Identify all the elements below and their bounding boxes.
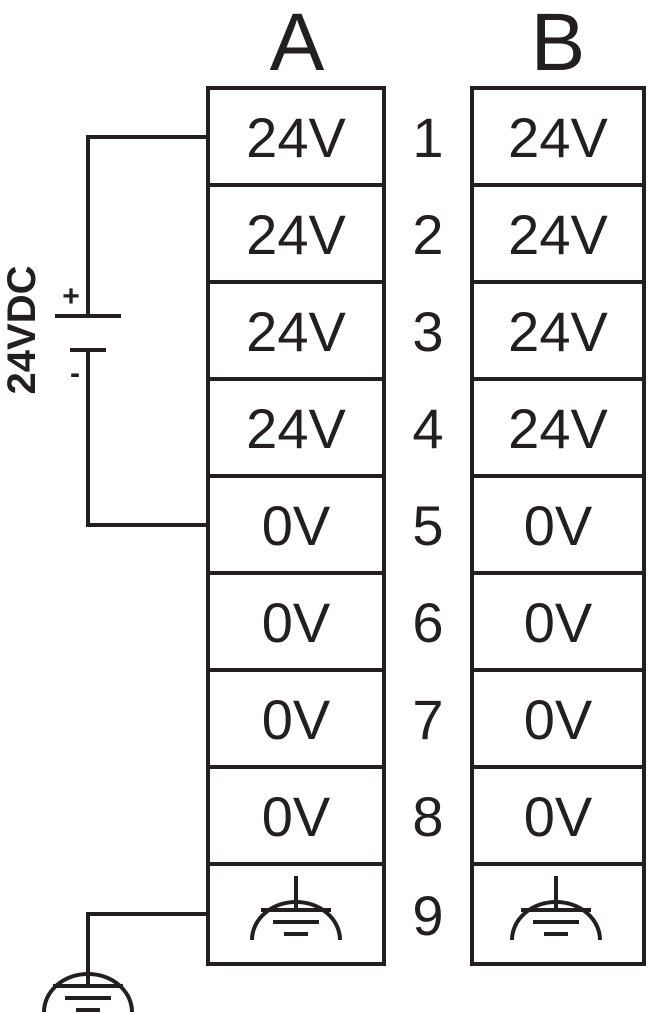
terminal-b-5-label: 0V	[524, 494, 593, 557]
battery-icon	[55, 314, 121, 352]
terminal-b-4	[470, 377, 646, 478]
supply-positive-wire	[86, 135, 208, 316]
terminal-b-6	[470, 571, 646, 672]
terminal-b-5	[470, 474, 646, 575]
row-number: 9	[412, 884, 443, 947]
row-number: 1	[412, 106, 443, 169]
terminal-a-2-label: 24V	[246, 203, 346, 266]
terminal-a-5-label: 0V	[262, 494, 331, 557]
terminal-b-1-label: 24V	[508, 106, 608, 169]
terminal-a-8	[206, 765, 386, 866]
external-ground	[42, 912, 208, 1013]
ground-icon	[510, 876, 602, 941]
terminal-a-3-label: 24V	[246, 300, 346, 363]
row-number: 5	[412, 494, 443, 557]
supply-circuit: + - 24VDC	[0, 135, 208, 527]
terminal-strip-a: 24V 24V 24V 24V 0V 0V 0V 0V	[206, 86, 386, 966]
row-number: 2	[412, 203, 443, 266]
terminal-a-4-label: 24V	[246, 397, 346, 460]
column-a-header: A	[270, 0, 325, 88]
row-number: 8	[412, 785, 443, 848]
terminal-b-8	[470, 765, 646, 866]
terminal-a-6-label: 0V	[262, 591, 331, 654]
ground-icon	[250, 876, 342, 941]
terminal-b-2	[470, 183, 646, 284]
column-b-header: B	[531, 0, 586, 88]
row-numbers: 1 2 3 4 5 6 7 8 9	[412, 106, 443, 947]
terminal-b-8-label: 0V	[524, 785, 593, 848]
ground-wire	[86, 912, 208, 960]
terminal-b-4-label: 24V	[508, 397, 608, 460]
row-number: 3	[412, 300, 443, 363]
row-number: 4	[412, 397, 443, 460]
row-number: 7	[412, 688, 443, 751]
terminal-b-7-label: 0V	[524, 688, 593, 751]
terminal-a-2	[206, 183, 386, 284]
row-number: 6	[412, 591, 443, 654]
supply-minus-sign: -	[70, 357, 80, 390]
terminal-strip-b: 24V 24V 24V 24V 0V 0V 0V 0V	[470, 86, 646, 966]
supply-plus-sign: +	[62, 280, 80, 313]
terminal-a-6	[206, 571, 386, 672]
supply-negative-wire	[86, 350, 208, 527]
terminal-a-8-label: 0V	[262, 785, 331, 848]
terminal-a-7-label: 0V	[262, 688, 331, 751]
ground-icon	[42, 960, 134, 1013]
terminal-b-2-label: 24V	[508, 203, 608, 266]
terminal-a-1-label: 24V	[246, 106, 346, 169]
supply-voltage-label: 24VDC	[0, 266, 44, 395]
terminal-b-7	[470, 668, 646, 769]
terminal-a-4	[206, 377, 386, 478]
terminal-b-3	[470, 280, 646, 381]
terminal-b-3-label: 24V	[508, 300, 608, 363]
terminal-b-6-label: 0V	[524, 591, 593, 654]
terminal-b-1	[470, 86, 646, 187]
